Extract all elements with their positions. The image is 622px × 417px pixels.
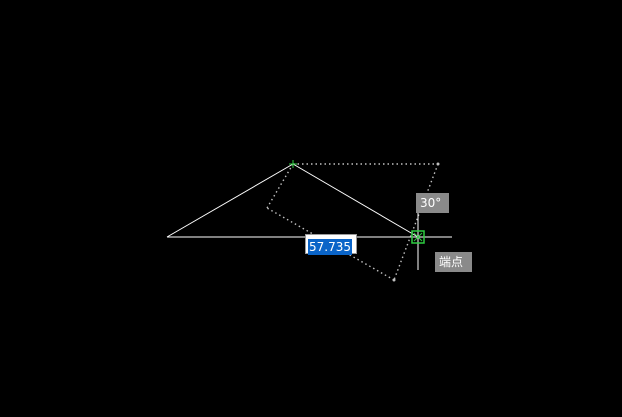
triangle-left-edge xyxy=(166,163,294,238)
preview-vertex xyxy=(436,162,440,166)
length-input-value[interactable]: 57.735 xyxy=(308,239,352,255)
angle-tooltip: 30° xyxy=(416,193,449,213)
rubber-band-line xyxy=(292,163,419,238)
dotted-preview xyxy=(266,163,439,281)
length-input[interactable]: 57.735 xyxy=(305,234,357,255)
preview-vertex xyxy=(392,278,396,282)
endpoint-snap-icon[interactable] xyxy=(411,230,425,244)
plus-icon xyxy=(289,160,297,168)
osnap-tooltip: 端点 xyxy=(435,252,472,272)
